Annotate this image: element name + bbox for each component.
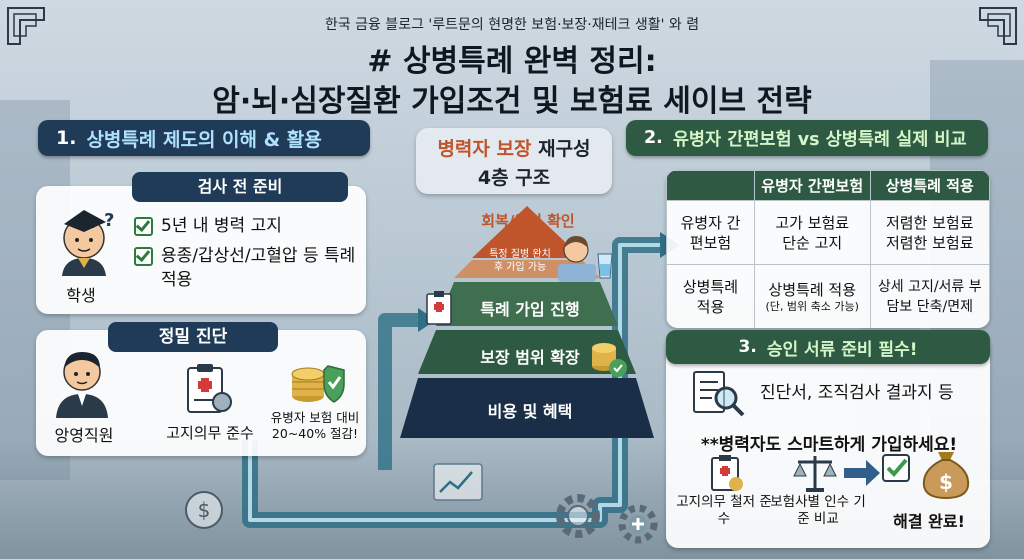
comparison-table: 유병자 간편보험 상병특례 적용 유병자 간편보험 고가 보험료 단순 고지 저… <box>666 170 990 328</box>
section1-title: 상병특례 제도의 이해 & 활용 <box>86 128 322 151</box>
dollar-coin-icon: $ <box>185 491 223 529</box>
coins-icon <box>291 365 345 403</box>
docs-text: 진단서, 조직검사 결과지 등 <box>760 383 954 403</box>
pyramid-title-rest: 재구성 <box>538 138 591 160</box>
blog-line: 한국 금융 블로그 '루트문의 현명한 보험·보장·재테크 생활' 와 렴 <box>324 17 700 33</box>
graduate-icon <box>62 210 106 276</box>
pyramid-title-card: 병력자 보장 재구성 4층 구조 <box>416 128 612 194</box>
chart-icon <box>433 463 483 501</box>
avatar-label-staff: 앙영직원 <box>54 426 114 445</box>
check-icon <box>134 247 153 266</box>
clipboard-icon <box>426 291 452 325</box>
duty-label: 고지의무 준수 <box>166 424 254 442</box>
table-header: 유병자 간편보험 <box>753 170 871 201</box>
step-label: 보험사별 인수 기준 비교 <box>770 494 866 527</box>
table-row: 유병자 간편보험 고가 보험료 단순 고지 저렴한 보험료 저렴한 보험료 <box>666 200 990 265</box>
section1-header: 1. 상병특례 제도의 이해 & 활용 <box>38 120 370 156</box>
table-row: 상병특례 적용 상병특례 적용 (단, 범위 축소 가능) 상세 고지/서류 부… <box>666 264 990 328</box>
question-icon: ? <box>104 210 115 231</box>
staff-avatar-icon <box>56 352 108 418</box>
section1-number: 1. <box>56 127 77 149</box>
section2-number: 2. <box>644 128 663 148</box>
pyramid-shape <box>400 206 654 438</box>
save-label: 유병자 보험 대비 20~40% 절감! <box>270 410 360 441</box>
prep-heading: 검사 전 준비 <box>132 172 348 202</box>
section3-number: 3. <box>738 337 757 357</box>
page-title-line2: 암·뇌·심장질환 가입조건 및 보험료 세이브 전략 <box>212 84 812 119</box>
step-label: 고지의무 철저 준수 <box>676 494 772 527</box>
corner-ornament-icon <box>979 7 1017 45</box>
clipboard-icon <box>711 455 743 491</box>
pyramid-level-4: 비용 및 혜택 <box>487 402 573 421</box>
scales-icon <box>793 456 837 492</box>
section3-header: 3. 승인 서류 준비 필수! <box>666 330 990 364</box>
table-cell: 유병자 간편보험 <box>666 200 755 265</box>
coins-icon <box>592 343 627 377</box>
page-title-line1: # 상병특례 완벽 정리: <box>367 44 657 79</box>
table-cell: 상세 고지/서류 부담보 단축/면제 <box>869 264 990 328</box>
prep-check-item: 5년 내 병력 고지 <box>134 214 360 238</box>
check-icon <box>134 217 153 236</box>
money-bag-icon: $ <box>922 452 970 500</box>
prep-checklist: 5년 내 병력 고지 용종/갑상선/고혈압 등 특례 적용 <box>134 214 360 292</box>
pyramid-level-3: 보장 범위 확장 <box>480 348 580 367</box>
table-cell: 저렴한 보험료 저렴한 보험료 <box>869 200 990 265</box>
table-cell: 상병특례 적용 <box>666 264 755 328</box>
magnifier-doc-icon <box>693 371 745 417</box>
recovered-patient-icon <box>558 236 613 282</box>
clipboard-icon <box>187 364 232 413</box>
pyramid-level-1: 회복/완치 확인 <box>481 212 575 230</box>
pyramid-level-2: 특례 가입 진행 <box>480 300 580 319</box>
section2-header: 2. 유병자 간편보험 vs 상병특례 실제 비교 <box>626 120 988 156</box>
gear-icon <box>556 494 600 538</box>
comparison-table-card: 유병자 간편보험 상병특례 적용 유병자 간편보험 고가 보험료 단순 고지 저… <box>666 170 990 328</box>
table-cell: 고가 보험료 단순 고지 <box>753 200 871 265</box>
pyramid-title-highlight: 병력자 보장 <box>437 138 532 160</box>
table-cell: 상병특례 적용 (단, 범위 축소 가능) <box>753 264 871 328</box>
svg-text:$: $ <box>198 498 211 522</box>
corner-ornament-icon <box>7 7 45 45</box>
section2-title: 유병자 간편보험 vs 상병특례 실제 비교 <box>672 129 967 150</box>
prep-check-item: 용종/갑상선/고혈압 등 특례 적용 <box>134 244 360 292</box>
result-label: 해결 완료! <box>893 512 965 531</box>
check-icon <box>882 454 910 482</box>
slogan-text: **병력자도 스마트하게 가입하세요! <box>700 435 958 455</box>
avatar-label-student: 학생 <box>66 286 96 305</box>
diagnosis-heading: 정밀 진단 <box>108 322 278 352</box>
gear-plus-icon <box>618 504 658 544</box>
svg-text:$: $ <box>939 470 953 494</box>
table-header: 상병특례 적용 <box>869 170 990 201</box>
arrow-icon <box>844 460 880 486</box>
section3-title: 승인 서류 준비 필수! <box>766 339 918 360</box>
pyramid-title-line2: 4층 구조 <box>477 167 551 189</box>
pyramid-tip: 특정 질병 완치 후 가입 가능 <box>489 249 551 273</box>
